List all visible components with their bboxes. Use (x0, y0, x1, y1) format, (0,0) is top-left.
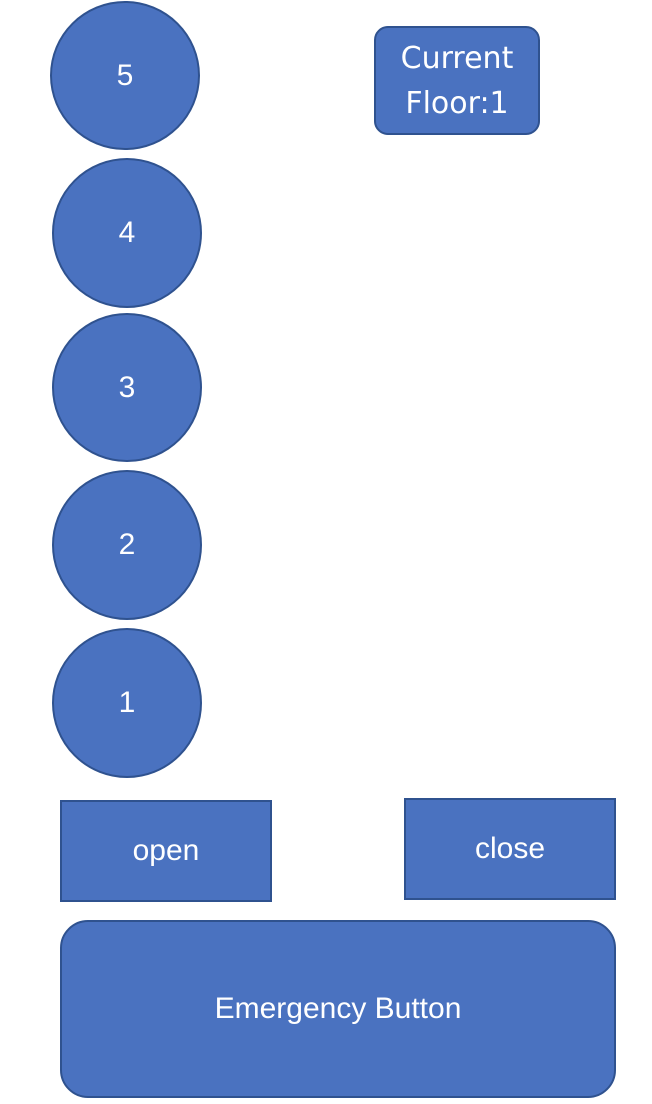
floor-4-button[interactable]: 4 (52, 158, 202, 308)
floor-2-button[interactable]: 2 (52, 470, 202, 620)
current-floor-display: Current Floor:1 (374, 26, 540, 135)
floor-3-button[interactable]: 3 (52, 313, 202, 462)
open-door-button[interactable]: open (60, 800, 272, 902)
floor-5-button[interactable]: 5 (50, 1, 200, 150)
close-door-button[interactable]: close (404, 798, 616, 900)
emergency-button[interactable]: Emergency Button (60, 920, 616, 1098)
floor-1-button[interactable]: 1 (52, 628, 202, 778)
